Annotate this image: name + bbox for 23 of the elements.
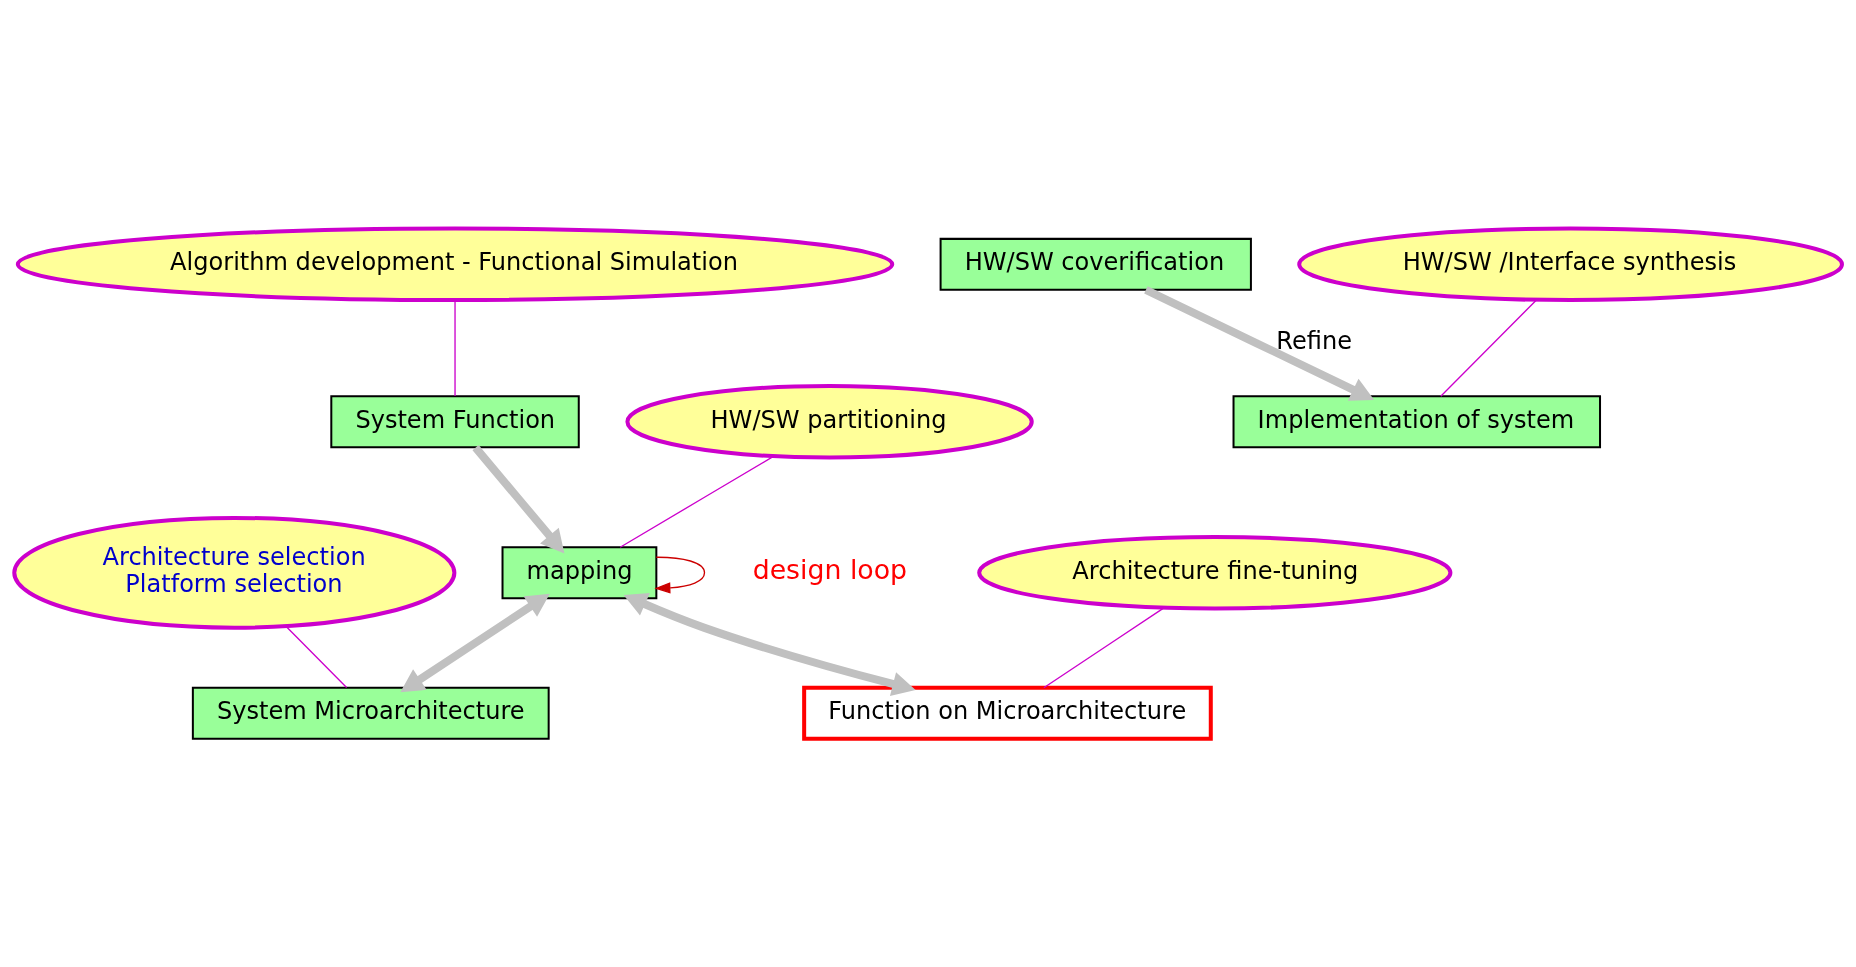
node-box: mapping [501,546,658,600]
connector [1440,299,1538,397]
node-box: HW/SW coverification [939,237,1252,291]
arrow [400,593,550,693]
arrow [623,593,916,696]
arrow [1144,286,1375,401]
node-ellipse: HW/SW /Interface synthesis [1297,226,1844,303]
node-ellipse: HW/SW partitioning [625,384,1034,460]
label: design loop [752,554,908,586]
node-ellipse: Architecture fine-tuning [977,535,1453,611]
node-box: Function on Microarchitecture [802,685,1213,741]
arrow [654,556,706,594]
edge-label: Refine [1276,326,1352,355]
connector [1043,607,1165,689]
node-ellipse: Architecture selection Platform selection [12,515,457,630]
node-box: Implementation of system [1232,395,1602,449]
connector [285,625,348,689]
node-box: System Function [330,395,580,449]
node-box: System Microarchitecture [191,686,550,740]
node-ellipse: Algorithm development - Functional Simulation [15,226,895,303]
connector [619,455,775,548]
connector [454,299,456,397]
arrow [472,445,565,554]
